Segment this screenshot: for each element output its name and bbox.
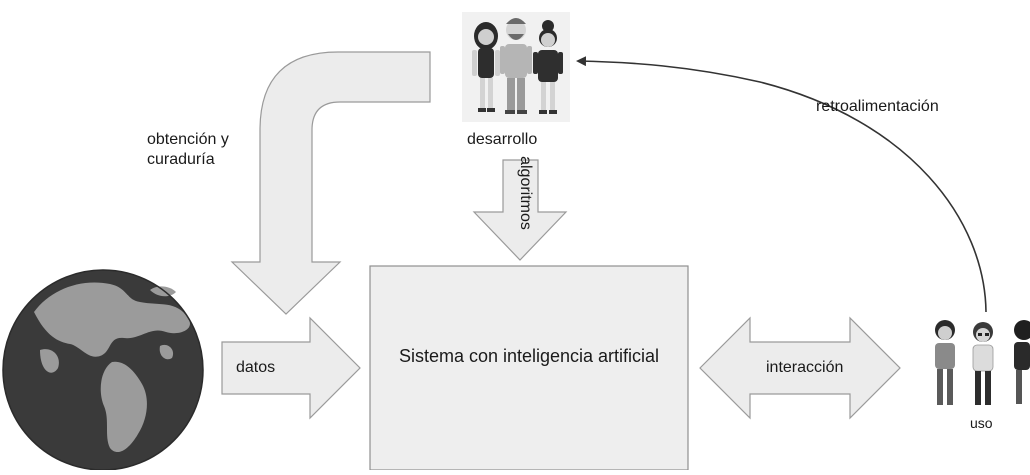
users-group-icon xyxy=(935,320,1030,405)
use-label: uso xyxy=(970,415,993,431)
data-collection-arrow xyxy=(230,51,431,315)
interaction-arrow xyxy=(699,316,901,420)
interaction-label: interacción xyxy=(766,359,844,376)
data-collection-label: obtención y curaduría xyxy=(147,131,229,168)
data-arrow xyxy=(221,316,361,420)
feedback-label: retroalimentación xyxy=(816,98,939,115)
algorithms-arrow xyxy=(472,159,568,261)
feedback-arrow xyxy=(576,56,987,313)
development-label: desarrollo xyxy=(467,131,538,148)
ai-system-box xyxy=(369,265,689,471)
ai-system-label: Sistema con inteligencia artificial xyxy=(398,346,660,366)
developers-group-icon xyxy=(462,12,570,122)
data-label: datos xyxy=(236,359,276,376)
algorithms-label: algoritmos xyxy=(517,156,534,230)
globe-icon xyxy=(2,269,204,471)
